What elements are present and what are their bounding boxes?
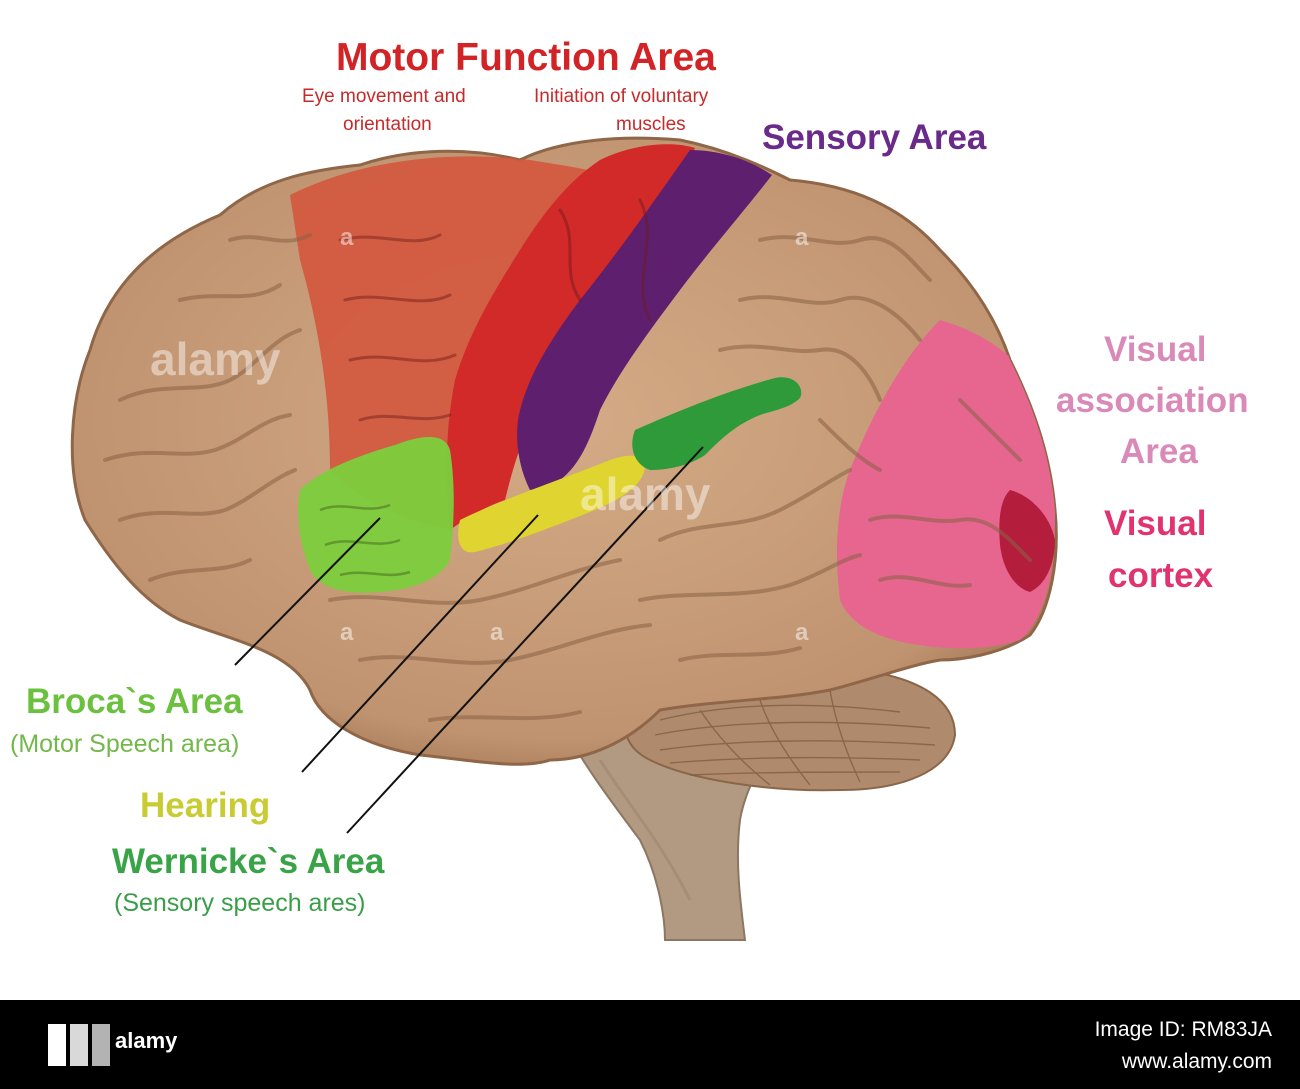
watermark-a-2: a [795,224,809,251]
wernicke-area-sublabel: (Sensory speech ares) [114,889,366,917]
footer-info: Image ID: RM83JA www.alamy.com [1095,1014,1272,1077]
watermark-a-5: a [340,619,354,646]
wernicke-region [632,377,802,470]
visual-cortex-region [999,490,1055,592]
wernicke-area-label: Wernicke`s Area [112,842,385,881]
motor-sub-eye-1: Eye movement and [302,86,466,107]
broca-area-label: Broca`s Area [26,682,243,721]
hearing-region [458,455,645,553]
sensory-area-label: Sensory Area [762,118,987,157]
motor-sub-voluntary-2: muscles [616,114,686,135]
broca-pointer-line [234,517,381,666]
hearing-pointer-line [301,514,539,773]
motor-sub-voluntary-1: Initiation of voluntary [534,86,709,107]
wernicke-pointer-line [346,446,704,834]
watermark-a-1: a [340,224,354,251]
watermark-footer: alamy Image ID: RM83JA www.alamy.com [0,1000,1300,1089]
broca-region [298,436,454,593]
visual-association-region [837,320,1055,649]
watermark-center: alamy [580,468,711,520]
site-url: www.alamy.com [1121,1049,1272,1073]
motor-sub-eye-2: orientation [343,114,432,135]
sensory-region [517,150,772,490]
alamy-logo-icon [48,1024,110,1066]
broca-area-sublabel: (Motor Speech area) [10,730,240,758]
visual-association-label-1: Visual [1104,330,1207,369]
brain-diagram: alamy alamy a a a a a [70,136,1058,941]
visual-cortex-label-2: cortex [1108,556,1214,595]
watermark-left: alamy [150,333,281,385]
visual-association-label-2: association [1056,381,1249,420]
visual-cortex-label-1: Visual [1104,504,1207,543]
motor-function-title: Motor Function Area [336,36,716,79]
footer-brand: alamy [115,1028,178,1053]
hearing-label: Hearing [140,786,271,825]
watermark-a-3: a [490,619,504,646]
watermark-a-4: a [795,619,809,646]
visual-association-label-3: Area [1120,432,1198,471]
image-id: Image ID: RM83JA [1094,1018,1272,1041]
